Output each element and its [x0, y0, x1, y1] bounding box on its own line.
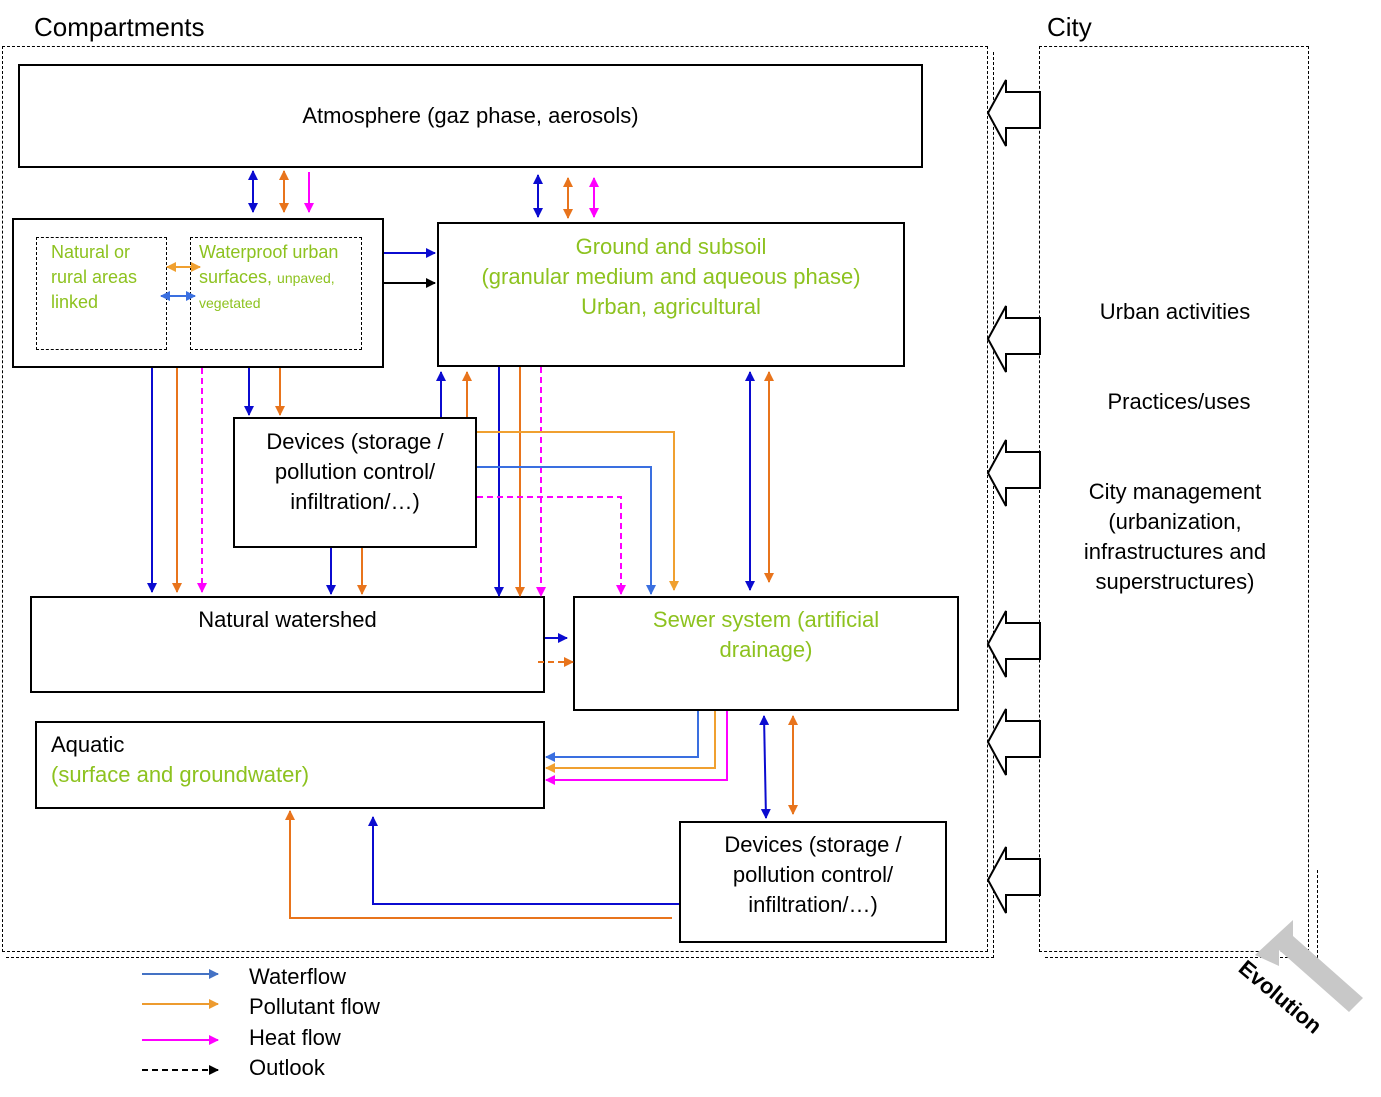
city-title: City	[1047, 12, 1092, 42]
natural-areas-line2: rural areas	[51, 267, 138, 287]
devices-upper-label: Devices (storage / pollution control/ in…	[233, 427, 477, 517]
urban-activities-label: Urban activities	[1099, 299, 1251, 324]
devices-sewer-heat-arrow	[477, 496, 626, 595]
city-arrow-1	[986, 79, 1041, 147]
city-frame-shadow	[1045, 870, 1318, 958]
devices-upper-box	[233, 417, 477, 548]
devices-lower-box	[679, 821, 947, 943]
city-arrow-6	[986, 846, 1041, 914]
ground-line1: Ground and subsoil	[575, 234, 767, 259]
legend-lines	[142, 969, 219, 1075]
waterproof-line1: Waterproof urban	[199, 242, 339, 262]
city-frame	[1039, 46, 1309, 952]
devices-aquatic-pollutant-arrow	[285, 810, 672, 919]
city-arrow-4	[986, 610, 1041, 678]
sewer-line1: Sewer system (artificial	[652, 607, 880, 632]
aquatic-label: Aquatic (surface and groundwater)	[51, 730, 309, 790]
ground-subsoil-box	[437, 222, 905, 367]
sewer-aquatic-water-arrow	[545, 711, 699, 762]
devices-aquatic-water-arrow	[368, 816, 679, 905]
sewer-devices-water-arrow	[759, 715, 771, 819]
legend-waterflow-label: Waterflow	[249, 964, 346, 989]
city-arrow-2	[986, 305, 1041, 373]
city-management-line3: infrastructures and	[1083, 539, 1267, 564]
legend: Waterflow Pollutant flow Heat flow Outlo…	[140, 964, 440, 1084]
compartments-title: Compartments	[34, 12, 205, 42]
devices-lower-label: Devices (storage / pollution control/ in…	[679, 830, 947, 920]
city-management-line2: (urbanization,	[1108, 509, 1242, 534]
natural-areas-line1: Natural or	[51, 242, 131, 262]
waterproof-line2-small: unpaved,	[277, 270, 335, 286]
legend-pollutant-label: Pollutant flow	[249, 994, 380, 1019]
sewer-aquatic-pollutant-arrow	[545, 711, 716, 773]
atmosphere-label: Atmosphere (gaz phase, aerosols)	[302, 103, 639, 128]
natural-watershed-label: Natural watershed	[198, 607, 377, 632]
ground-subsoil-label: Ground and subsoil (granular medium and …	[437, 232, 905, 322]
compartments-frame-shadow	[6, 52, 994, 958]
city-management-label: City management (urbanization, infrastru…	[1040, 477, 1310, 597]
natural-areas-label: Natural or rural areas linked	[51, 240, 137, 315]
city-arrow-3	[986, 439, 1041, 507]
devices-sewer-water-arrow	[477, 466, 656, 595]
sewer-aquatic-heat-arrow	[545, 711, 728, 785]
devices-upper-line1: Devices (storage /	[266, 429, 444, 454]
devices-lower-line3: infiltration/…)	[748, 892, 878, 917]
city-management-line1: City management	[1088, 479, 1262, 504]
natural-areas-line3: linked	[51, 292, 99, 312]
devices-lower-line2: pollution control/	[732, 862, 894, 887]
aquatic-box	[35, 721, 545, 809]
natural-watershed-box	[30, 596, 545, 693]
atmosphere-box: Atmosphere (gaz phase, aerosols)	[18, 64, 923, 168]
devices-sewer-pollutant-arrow	[477, 431, 679, 591]
devices-upper-line3: infiltration/…)	[290, 489, 420, 514]
waterproof-label: Waterproof urban surfaces, unpaved, vege…	[199, 240, 338, 316]
city-management-line4: superstructures)	[1095, 569, 1255, 594]
waterproof-line3: vegetated	[199, 295, 261, 311]
sewer-system-box	[573, 596, 959, 711]
evolution-arrow-shape	[1255, 920, 1363, 1012]
compartments-frame	[2, 46, 988, 952]
legend-heat-label: Heat flow	[249, 1025, 341, 1050]
sewer-line2: drainage)	[719, 637, 813, 662]
aquatic-subtitle: (surface and groundwater)	[51, 762, 310, 787]
aquatic-title: Aquatic	[51, 732, 125, 757]
ground-line3: Urban, agricultural	[581, 294, 761, 319]
practices-label: Practices/uses	[1107, 389, 1251, 414]
legend-outlook-label: Outlook	[249, 1055, 325, 1080]
devices-upper-line2: pollution control/	[274, 459, 436, 484]
ground-line2: (granular medium and aqueous phase)	[481, 264, 861, 289]
city-arrow-5	[986, 708, 1041, 776]
waterproof-line2: surfaces,	[199, 267, 278, 287]
evolution-arrow	[1255, 920, 1375, 1020]
surfaces-box	[12, 218, 384, 368]
devices-lower-line1: Devices (storage /	[724, 832, 902, 857]
sewer-system-label: Sewer system (artificial drainage)	[573, 605, 959, 665]
